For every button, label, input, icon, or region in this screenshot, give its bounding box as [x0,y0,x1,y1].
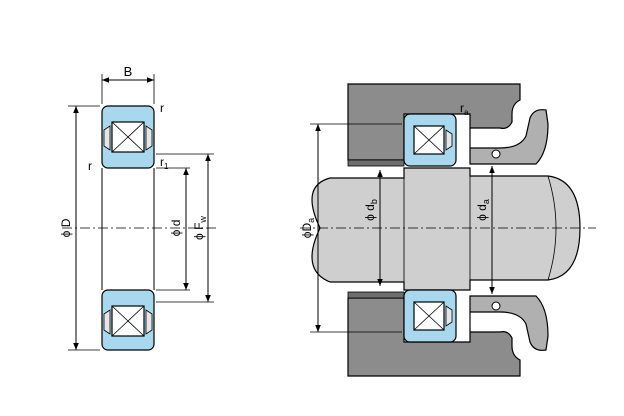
label-ra: ra [460,101,469,117]
label-r-left: r [88,159,92,173]
left-top-ring-section [101,105,155,169]
label-B: B [124,64,133,79]
label-phiDa: ϕDa [300,218,316,238]
label-phiD: ϕ D [59,218,73,237]
seal-groove-top [491,149,501,159]
left-bearing-view: B ϕ D ϕ d ϕ Fw r r r1 [59,64,218,351]
label-phida: ϕ da [475,199,491,221]
label-r1: r1 [160,155,169,171]
shaft [311,167,581,291]
label-phiFw: ϕ Fw [192,216,208,240]
end-cover-bottom [469,295,549,351]
right-top-ring-section [403,113,457,167]
end-cover-top [469,109,549,165]
right-mounting-view: ϕDa ϕ db ϕ da ra [300,83,596,377]
label-r-top: r [160,101,164,115]
left-bottom-ring-section [101,289,155,351]
housing-top [347,83,521,167]
right-bottom-ring-section [403,289,457,343]
seal-groove-bottom [491,301,501,311]
label-phid: ϕ d [169,220,183,237]
label-phidb: ϕ db [363,199,379,221]
